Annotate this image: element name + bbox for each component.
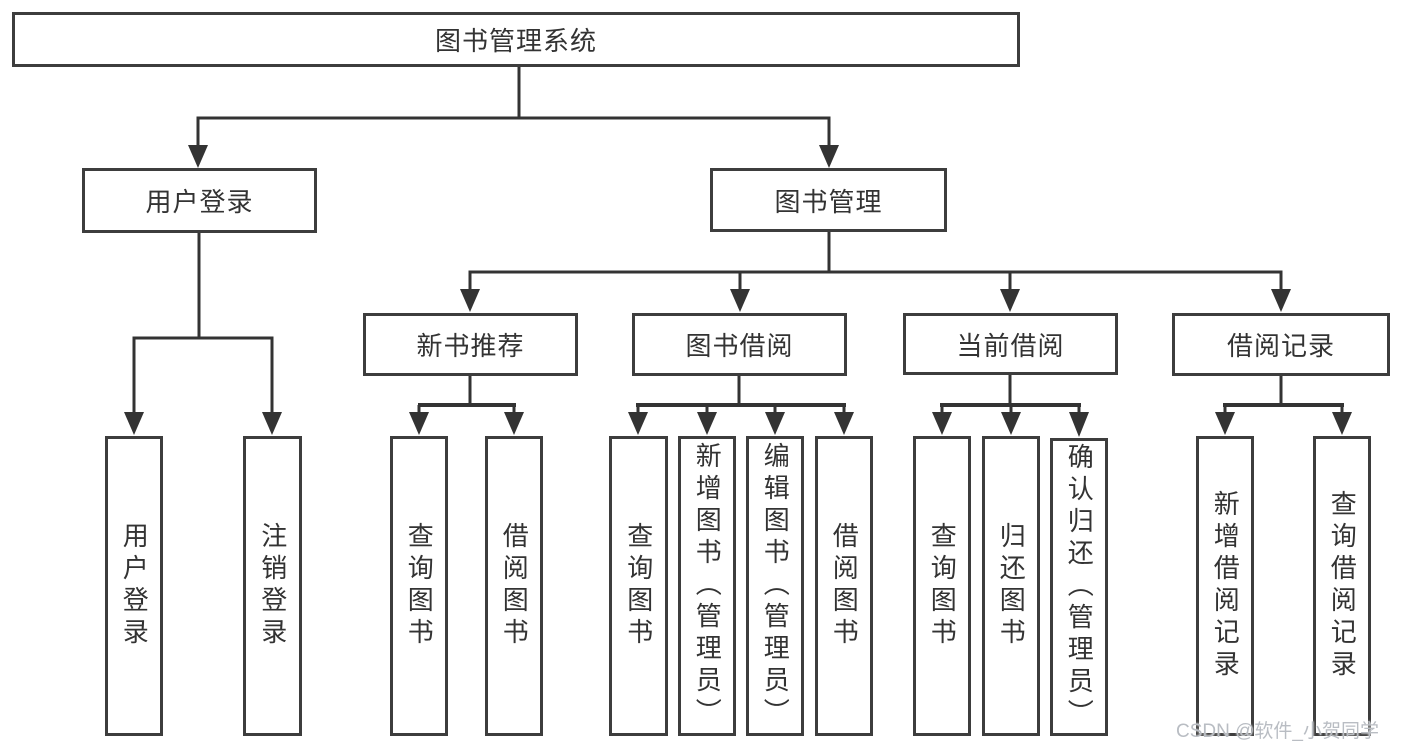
node-book-borrow-label: 图书借阅 bbox=[685, 331, 794, 361]
node-user-login: 用户登录 bbox=[82, 168, 317, 233]
arrowhead bbox=[1271, 289, 1291, 312]
arrowhead bbox=[765, 412, 785, 435]
leaf-query-books-borrow-label: 查询图书 bbox=[623, 522, 654, 650]
leaf-query-books-recommend-label: 查询图书 bbox=[404, 522, 435, 650]
node-current-borrow-label: 当前借阅 bbox=[956, 330, 1065, 361]
connector-userlogin-branch bbox=[132, 336, 274, 413]
arrowhead bbox=[819, 145, 839, 168]
arrowhead bbox=[932, 412, 952, 435]
arrowhead bbox=[834, 412, 854, 435]
node-new-book-recommend: 新书推荐 bbox=[363, 313, 578, 376]
node-new-book-recommend-label: 新书推荐 bbox=[416, 331, 525, 361]
connector-mgmt-branch bbox=[468, 270, 1283, 290]
arrowhead bbox=[124, 412, 144, 435]
node-borrow-record: 借阅记录 bbox=[1172, 313, 1390, 376]
leaf-query-borrow-record: 查询借阅记录 bbox=[1313, 436, 1371, 736]
leaf-user-login-label: 用户登录 bbox=[119, 522, 150, 650]
leaf-return-book: 归还图书 bbox=[982, 436, 1040, 736]
leaf-confirm-return-admin-label: 确认归还（管理员） bbox=[1064, 443, 1095, 731]
arrowhead bbox=[697, 412, 717, 435]
node-borrow-record-label: 借阅记录 bbox=[1226, 331, 1335, 361]
leaf-add-book-admin: 新增图书（管理员） bbox=[678, 436, 736, 736]
leaf-add-borrow-record: 新增借阅记录 bbox=[1196, 436, 1254, 736]
arrowhead bbox=[1001, 412, 1021, 435]
node-root: 图书管理系统 bbox=[12, 12, 1020, 67]
leaf-edit-book-admin-label: 编辑图书（管理员） bbox=[760, 442, 791, 730]
node-book-management-label: 图书管理 bbox=[774, 186, 883, 217]
arrowhead bbox=[460, 289, 480, 312]
arrowhead bbox=[1069, 412, 1089, 437]
leaf-return-book-label: 归还图书 bbox=[996, 522, 1027, 650]
arrowhead bbox=[730, 289, 750, 312]
leaf-query-books-current: 查询图书 bbox=[913, 436, 971, 736]
leaf-logout: 注销登录 bbox=[243, 436, 302, 736]
leaf-query-books-current-label: 查询图书 bbox=[927, 522, 958, 650]
leaf-borrow-books: 借阅图书 bbox=[815, 436, 873, 736]
node-book-management: 图书管理 bbox=[710, 168, 947, 232]
node-user-login-label: 用户登录 bbox=[145, 187, 254, 217]
leaf-edit-book-admin: 编辑图书（管理员） bbox=[746, 436, 804, 736]
arrowhead bbox=[504, 412, 524, 435]
arrowhead bbox=[1332, 412, 1352, 435]
leaf-user-login: 用户登录 bbox=[105, 436, 163, 736]
leaf-add-borrow-record-label: 新增借阅记录 bbox=[1210, 490, 1241, 682]
leaf-borrow-books-recommend: 借阅图书 bbox=[485, 436, 543, 736]
watermark: CSDN @软件_小贺同学 bbox=[1176, 721, 1379, 742]
leaf-confirm-return-admin: 确认归还（管理员） bbox=[1050, 438, 1108, 736]
leaf-add-book-admin-label: 新增图书（管理员） bbox=[692, 442, 723, 730]
leaf-borrow-books-label: 借阅图书 bbox=[829, 522, 860, 650]
connector-root-branch bbox=[196, 116, 831, 146]
leaf-query-books-borrow: 查询图书 bbox=[609, 436, 668, 736]
node-book-borrow: 图书借阅 bbox=[632, 313, 847, 376]
arrowhead bbox=[188, 145, 208, 168]
arrowhead bbox=[262, 412, 282, 435]
leaf-query-borrow-record-label: 查询借阅记录 bbox=[1327, 490, 1358, 682]
node-root-label: 图书管理系统 bbox=[434, 26, 597, 56]
leaf-borrow-books-recommend-label: 借阅图书 bbox=[499, 522, 530, 650]
leaf-query-books-recommend: 查询图书 bbox=[390, 436, 448, 736]
arrowhead bbox=[1000, 289, 1020, 312]
arrowhead bbox=[1215, 412, 1235, 435]
node-current-borrow: 当前借阅 bbox=[903, 313, 1118, 375]
leaf-logout-label: 注销登录 bbox=[257, 522, 288, 650]
arrowhead bbox=[409, 412, 429, 435]
arrowhead bbox=[628, 412, 648, 435]
